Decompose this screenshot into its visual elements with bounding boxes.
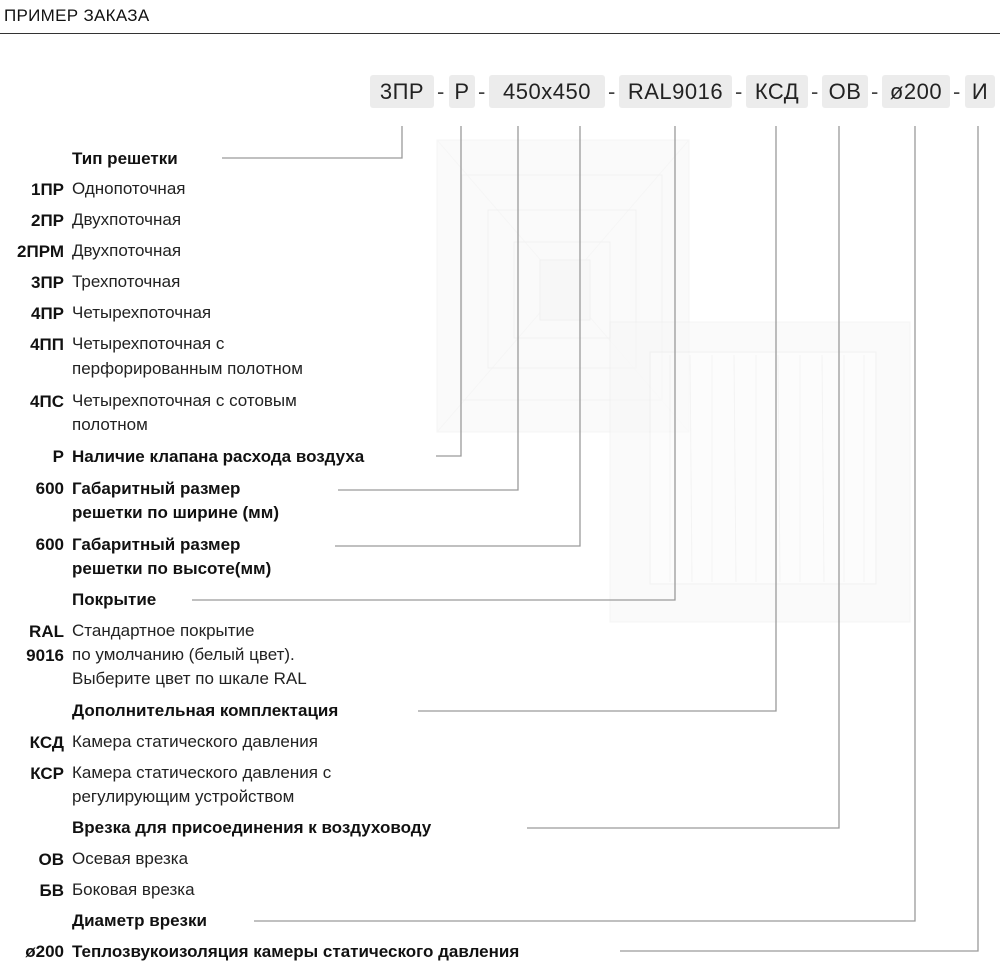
coating-desc-line2: по умолчанию (белый цвет). [72,645,295,664]
order-dash: - [478,79,486,104]
code-4pp: 4ПП [30,335,64,354]
desc-ksd: Камера статического давления [72,732,318,751]
desc-4ps-line1: Четырехпоточная с сотовым [72,391,297,410]
coating-desc-line1: Стандартное покрытие [72,621,255,640]
coating-desc-line3: Выберите цвет по шкале RAL [72,669,307,688]
leader-extras [418,126,777,712]
order-chip-size: 450x450 [489,75,605,108]
insert-heading: Врезка для присоединения к воздуховоду [72,818,432,837]
diameter-heading: Диаметр врезки [72,911,207,930]
order-chip-type: 3ПР [370,75,434,108]
order-chip-insulation: И [965,75,995,108]
code-ksr: КСР [30,764,64,783]
code-4pr: 4ПР [30,304,64,323]
code-ksd: КСД [29,733,64,752]
code-d200: ø200 [25,942,64,961]
leader-insert [527,126,840,829]
code-bv: БВ [39,881,65,900]
perforated-grille-image [609,321,911,623]
order-chip-valve: Р [449,75,475,108]
code-height: 600 [35,535,64,554]
width-heading-line2: решетки по ширине (мм) [72,503,279,522]
code-2prm: 2ПРМ [17,242,64,261]
height-heading-line1: Габаритный размер [72,535,241,554]
order-dash: - [811,79,819,104]
desc-4pp-line2: перфорированным полотном [72,359,303,378]
leader-valve [436,126,462,457]
height-heading-line2: решетки по высоте(мм) [72,559,272,578]
desc-ksr-line2: регулирующим устройством [72,787,295,806]
desc-4ps-line2: полотном [72,415,148,434]
header-rule [0,33,1000,34]
order-chip-diameter: ø200 [882,75,950,108]
order-dash: - [735,79,743,104]
order-dash: - [437,79,445,104]
code-ral: RAL [29,622,64,641]
order-chip-insert: ОВ [822,75,868,108]
code-1pr: 1ПР [30,180,64,199]
code-4ps: 4ПС [30,392,64,411]
order-chip-extras: КСД [746,75,808,108]
grille-type-heading: Тип решетки [72,149,178,168]
code-valve: Р [52,447,64,466]
insulation-heading: Теплозвукоизоляция камеры статического д… [72,942,520,961]
order-dash: - [608,79,616,104]
desc-ov: Осевая врезка [72,849,189,868]
desc-4pr: Четырехпоточная [72,303,212,322]
extras-heading: Дополнительная комплектация [72,701,339,720]
order-chip-ral: RAL9016 [619,75,732,108]
leader-diameter [254,126,916,922]
desc-2pr: Двухпоточная [72,210,182,229]
order-dash: - [953,79,961,104]
coating-heading: Покрытие [72,590,157,609]
valve-heading: Наличие клапана расхода воздуха [72,447,365,466]
leader-type [222,126,403,159]
desc-2prm: Двухпоточная [72,241,182,260]
code-ov: ОВ [38,850,65,869]
header-title: ПРИМЕР ЗАКАЗА [4,6,150,25]
code-width: 600 [35,479,64,498]
desc-4pp-line1: Четырехпоточная с [72,334,225,353]
order-dash: - [871,79,879,104]
leader-insulation [620,126,979,952]
code-3pr: 3ПР [30,273,64,292]
desc-3pr: Трехпоточная [72,272,181,291]
four-way-grille-image [436,139,690,433]
code-ral-number: 9016 [26,646,64,665]
desc-ksr-line1: Камера статического давления с [72,763,332,782]
desc-1pr: Однопоточная [72,179,186,198]
code-2pr: 2ПР [30,211,64,230]
width-heading-line1: Габаритный размер [72,479,241,498]
leader-height [335,126,581,547]
desc-bv: Боковая врезка [72,880,195,899]
leader-width [338,126,519,491]
